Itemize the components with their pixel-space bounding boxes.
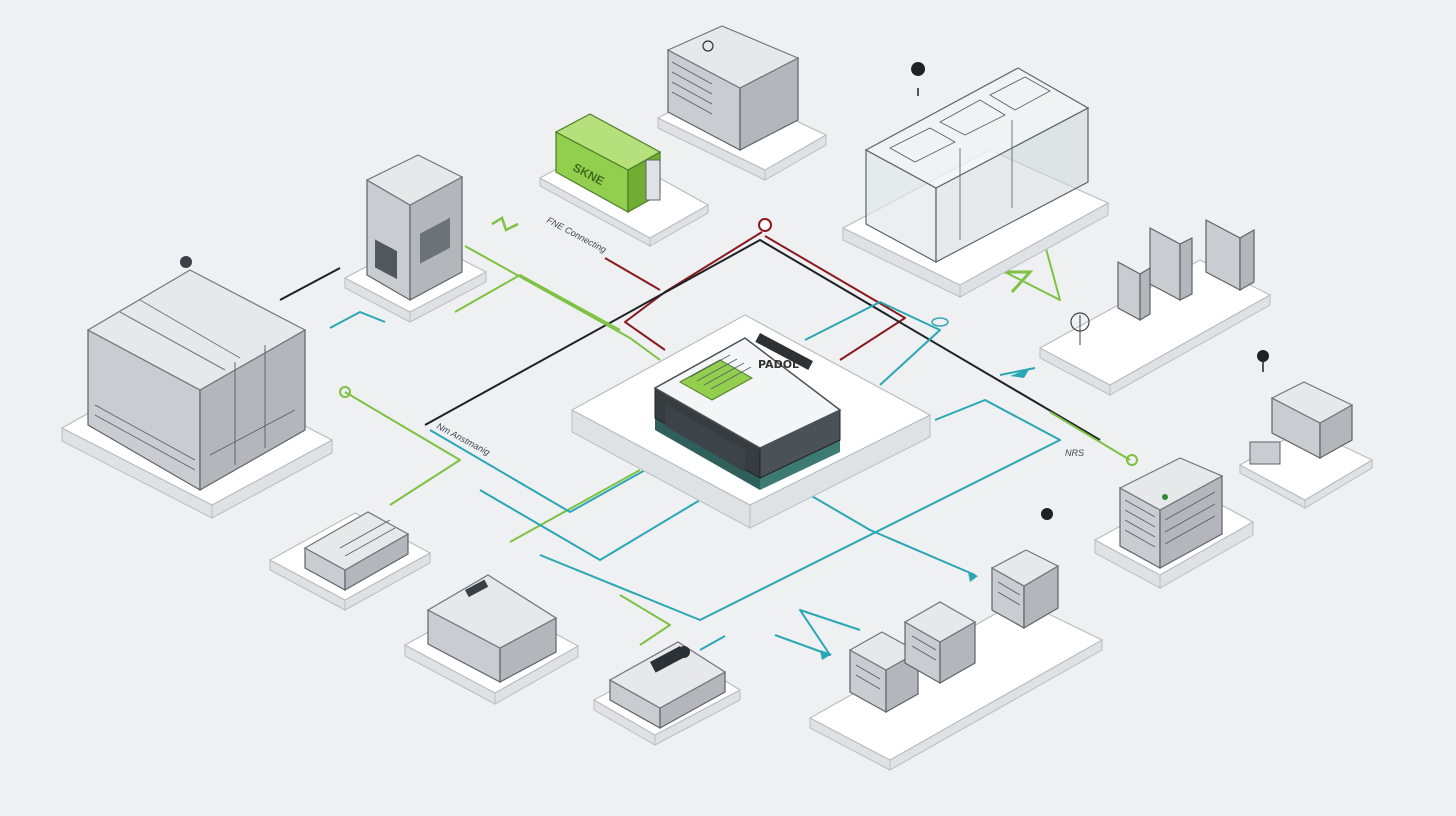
wire-green-3 bbox=[344, 391, 461, 506]
wire-black-1 bbox=[424, 239, 1101, 441]
node-dot-icon bbox=[339, 386, 351, 398]
lower-left-annotation: Nm Anstmanig bbox=[435, 421, 492, 457]
controller-panel[interactable] bbox=[268, 511, 432, 611]
wire-teal-5 bbox=[774, 609, 861, 656]
glass-enclosure[interactable] bbox=[841, 67, 1110, 298]
server-tower[interactable] bbox=[343, 154, 488, 323]
location-pin-icon bbox=[911, 62, 926, 96]
electrical-panels[interactable] bbox=[1038, 219, 1272, 396]
meter-device[interactable] bbox=[592, 641, 742, 746]
camera-icon bbox=[180, 256, 192, 268]
node-dot-icon bbox=[758, 218, 772, 232]
ac-unit[interactable] bbox=[1093, 457, 1255, 589]
wire-green-6 bbox=[509, 469, 641, 543]
right-annotation: NRS bbox=[1065, 448, 1084, 458]
node-dot-icon bbox=[931, 317, 949, 327]
top-machine[interactable] bbox=[656, 25, 828, 181]
hub-green-display bbox=[678, 359, 754, 401]
wire-red-3 bbox=[604, 257, 661, 291]
wire-black-2 bbox=[279, 267, 341, 301]
wire-teal-3 bbox=[539, 399, 1061, 621]
cabinet-cluster-left[interactable] bbox=[60, 256, 334, 519]
wire-green-1 bbox=[464, 245, 661, 361]
green-control-unit[interactable]: SKNE bbox=[538, 113, 710, 247]
location-pin-icon bbox=[1257, 350, 1269, 372]
node-dot-icon bbox=[1126, 454, 1138, 466]
printer-unit[interactable] bbox=[403, 574, 580, 705]
arrow-icon bbox=[1010, 368, 1030, 378]
wire-red-2 bbox=[764, 235, 906, 361]
wire-teal-9 bbox=[699, 635, 726, 651]
wire-teal-7 bbox=[329, 311, 386, 329]
desk-unit[interactable] bbox=[1238, 381, 1374, 509]
plant-icon bbox=[1070, 312, 1090, 345]
wire-teal-4 bbox=[809, 494, 976, 576]
wire-green-2 bbox=[454, 274, 621, 331]
lightning-icon bbox=[491, 216, 519, 232]
wire-teal-2 bbox=[479, 489, 701, 561]
wire-green-7 bbox=[619, 594, 671, 646]
central-hub[interactable]: PADOL bbox=[570, 314, 932, 529]
wire-teal-6 bbox=[804, 301, 941, 386]
wire-green-4 bbox=[1049, 411, 1131, 461]
arrow-icon bbox=[968, 572, 978, 582]
hub-label: PADOL bbox=[758, 358, 799, 371]
cube-module-row[interactable] bbox=[808, 549, 1104, 771]
top-left-annotation: FNE Connecting bbox=[545, 215, 608, 255]
arrow-icon bbox=[820, 650, 832, 660]
wire-red-1 bbox=[624, 231, 763, 351]
node-dot-icon bbox=[1041, 508, 1053, 520]
